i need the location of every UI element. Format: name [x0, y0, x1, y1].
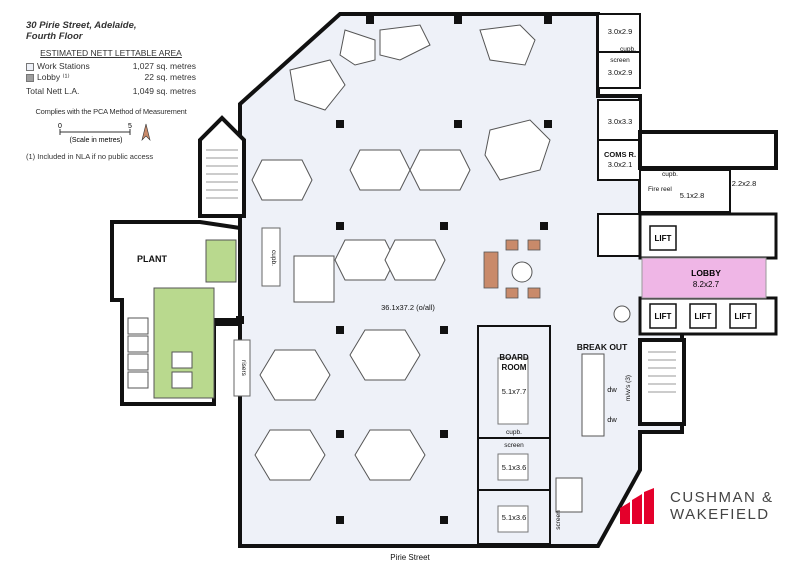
- room-labels: 3.0x2.9 cupb. screen 3.0x2.9 3.0x3.3 COM…: [240, 27, 756, 562]
- legend-row-lobby: Lobby ⁽¹⁾ 22 sq. metres: [26, 72, 196, 83]
- board-table: [497, 357, 529, 425]
- cupb-label-4: cupb.: [270, 250, 277, 266]
- workstations-value: 1,027 sq. metres: [132, 61, 196, 71]
- board-room-size: 5.1x7.7: [502, 387, 527, 396]
- total-value: 1,049 sq. metres: [132, 86, 196, 96]
- lift-label-2: LIFT: [655, 312, 672, 321]
- right-core-rooms: [597, 13, 731, 257]
- scale-bar: 0 5 (Scale in metres): [26, 122, 196, 144]
- legend-row-total: Total Nett L.A. 1,049 sq. metres: [26, 86, 196, 97]
- address-line-2: Fourth Floor: [26, 31, 83, 42]
- stair-treads-right: [648, 351, 676, 393]
- room-r1: 3.0x2.9: [608, 27, 633, 36]
- lift-label-4: LIFT: [735, 312, 752, 321]
- nla-heading: ESTIMATED NETT LETTABLE AREA: [40, 48, 182, 58]
- cupb-label-3: cupb.: [506, 429, 522, 436]
- open-area-label: 36.1x37.2 (o/all): [381, 303, 435, 312]
- address-line-1: 30 Pirie Street, Adelaide,: [26, 20, 137, 31]
- lobby-footnote: (1) Included in NLA if no public access: [26, 152, 154, 161]
- lobby-size: 8.2x2.7: [693, 280, 720, 289]
- fire-reel-label: Fire reel: [648, 186, 672, 193]
- legend-panel: 30 Pirie Street, Adelaide, Fourth Floor …: [26, 20, 196, 161]
- lobby-swatch: [26, 73, 34, 82]
- lobby-title: LOBBY: [691, 268, 721, 278]
- meeting-table-2: [497, 505, 529, 533]
- room-r4: 5.1x2.8: [680, 191, 705, 200]
- coms-room-size: 3.0x2.1: [608, 160, 633, 169]
- workstation-clusters: [251, 24, 551, 481]
- lobby-label: Lobby ⁽¹⁾: [37, 72, 70, 82]
- workstations-label: Work Stations: [37, 61, 90, 71]
- stair-tower-left: [198, 115, 246, 218]
- room-r2: 3.0x2.9: [608, 68, 633, 77]
- mws-label: m/w's (3): [625, 375, 632, 401]
- lift-label-3: LIFT: [695, 312, 712, 321]
- lift-label-1: LIFT: [655, 234, 672, 243]
- screen-label-2: screen: [504, 442, 524, 449]
- meeting-rooms: [477, 325, 551, 545]
- brand-line-1: CUSHMAN &: [670, 489, 774, 506]
- cupb-label-1: cupb.: [620, 46, 636, 53]
- brand-mark-icon: [620, 488, 654, 524]
- toilet-cubicles: [127, 317, 193, 389]
- dw-label-2: dw: [607, 415, 617, 424]
- north-arrow-icon: [141, 123, 151, 141]
- risers-box: [233, 339, 251, 397]
- room-r7: 5.1x3.6: [502, 513, 527, 522]
- street-label: Pirie Street: [390, 553, 430, 562]
- plant-label: PLANT: [137, 254, 167, 264]
- scale-zero: 0: [58, 123, 62, 130]
- board-room-title-1: BOARD: [499, 353, 529, 362]
- screen-label-1: screen: [610, 57, 630, 64]
- scale-caption: (Scale in metres): [70, 137, 123, 144]
- breakout-furniture: [483, 239, 631, 513]
- meeting-table-1: [497, 453, 529, 481]
- stair-right: [638, 338, 686, 426]
- brand-wordmark: CUSHMAN & WAKEFIELD: [670, 489, 774, 523]
- cushman-wakefield-logo: CUSHMAN & WAKEFIELD: [620, 488, 774, 524]
- structural-columns: [236, 16, 552, 524]
- lift-car-outlines: [649, 225, 757, 329]
- scale-five: 5: [128, 123, 132, 130]
- room-r6: 5.1x3.6: [502, 463, 527, 472]
- stair-treads-left: [206, 149, 238, 199]
- cupb-label-2: cupb.: [662, 171, 678, 178]
- plant-green-area-top: [205, 239, 237, 283]
- legend-row-workstations: Work Stations 1,027 sq. metres: [26, 61, 196, 72]
- coms-room-title: COMS R.: [604, 150, 636, 159]
- breakout-label: BREAK OUT: [577, 342, 628, 352]
- pca-compliance-note: Complies with the PCA Method of Measurem…: [35, 107, 187, 116]
- lobby-value: 22 sq. metres: [144, 72, 197, 82]
- address-block: 30 Pirie Street, Adelaide, Fourth Floor: [26, 20, 196, 42]
- total-label: Total Nett L.A.: [26, 86, 80, 96]
- cupboard-left: [261, 227, 281, 287]
- lobby-area: [641, 257, 767, 299]
- core-block-right: [638, 130, 778, 170]
- dw-label-1: dw: [607, 385, 617, 394]
- risers-label: risers: [240, 360, 247, 377]
- room-r3: 3.0x3.3: [608, 117, 633, 126]
- workstations-swatch: [26, 62, 34, 71]
- scale-bar-graphic: 0 5 (Scale in metres): [58, 123, 151, 144]
- room-r5: 2.2x2.8: [732, 179, 757, 188]
- screen-label-3: screen: [555, 510, 562, 530]
- brand-line-2: WAKEFIELD: [670, 506, 770, 523]
- board-room-title-2: ROOM: [502, 363, 527, 372]
